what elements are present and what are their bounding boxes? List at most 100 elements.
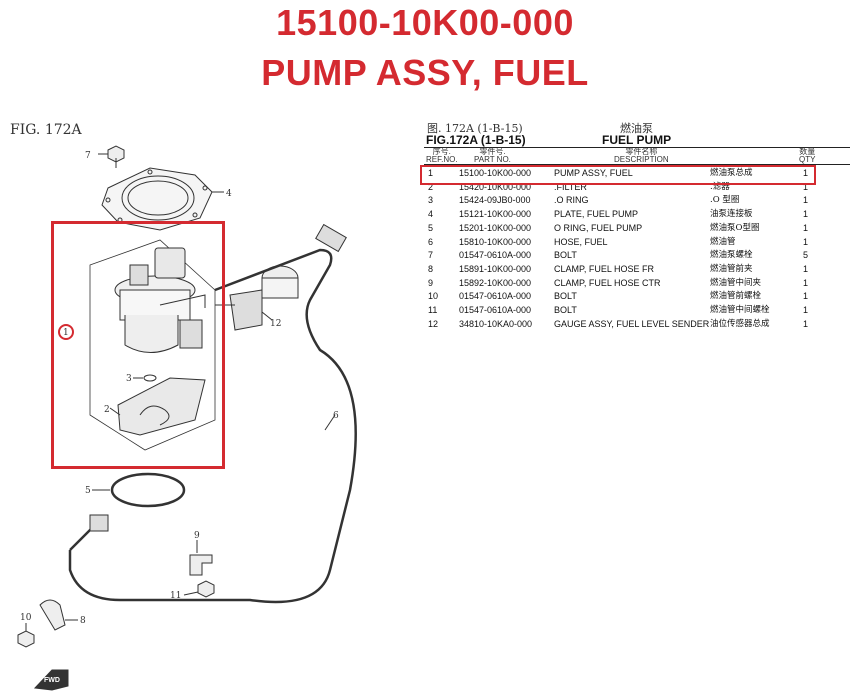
callout-5: 5: [85, 486, 91, 496]
qty-cell: 5: [803, 250, 809, 261]
figure-label: FIG. 172A: [10, 122, 82, 138]
chinese-name-cell: 燃油管前螺栓: [710, 291, 762, 302]
highlighted-row-box: [420, 165, 816, 185]
part-number-cell: 01547-0610A-000: [459, 250, 532, 261]
callout-12: 12: [270, 319, 281, 329]
qty-cell: 1: [803, 168, 809, 178]
qty-cell: 1: [803, 236, 809, 247]
part-name-heading: PUMP ASSY, FUEL: [261, 52, 589, 93]
chinese-name-cell: 燃油泵O型圈: [710, 222, 760, 233]
chinese-name-cell: 燃油泵总成: [710, 168, 753, 178]
figure-ref-en: FIG.172A (1-B-15): [426, 133, 526, 147]
qty-cell: 1: [803, 222, 809, 233]
description-cell: CLAMP, FUEL HOSE FR: [554, 263, 655, 274]
figure-ref-cn: 图. 172A (1-B-15): [427, 122, 523, 135]
o-ring-5-drawing: [92, 472, 186, 508]
ref-no-cell: 9: [428, 277, 434, 288]
gauge-12-drawing: [215, 265, 299, 331]
chinese-name-cell: 燃油管中间夹: [710, 277, 762, 288]
table-row: 8 15891-10K00-000 CLAMP, FUEL HOSE FR 燃油管前夹…: [424, 263, 850, 277]
clamp-8-drawing: [39, 599, 78, 631]
filter-2-drawing: [109, 377, 206, 436]
table-row: 9 15892-10K00-000 CLAMP, FUEL HOSE CTR 燃油管中…: [424, 277, 850, 291]
callout-3: 3: [126, 374, 132, 384]
ref-no-cell: 5: [428, 222, 434, 233]
part-number-cell: 15891-10K00-000: [459, 263, 532, 274]
part-number-cell: 01547-0610A-000: [459, 291, 532, 302]
fwd-label: FWD: [44, 677, 60, 684]
description-cell: BOLT: [554, 291, 577, 302]
bolt-7-drawing: [98, 145, 125, 168]
description-cell: .O RING: [554, 195, 589, 206]
part-number-heading: 15100-10K00-000: [276, 2, 574, 43]
o-ring-3-drawing: [133, 374, 157, 382]
header-rule-top: [424, 147, 850, 148]
forward-arrow-icon: [33, 669, 69, 691]
exploded-parts-diagram: 7 4 3 2 5 12 6 9 11 8 10 1 FWD: [17, 145, 357, 691]
ref-no-cell: 10: [428, 291, 439, 302]
part-number-cell: 15121-10K00-000: [459, 209, 532, 220]
callout-8: 8: [80, 616, 86, 626]
part-number-cell: 15810-10K00-000: [459, 236, 532, 247]
group-title-en: FUEL PUMP: [602, 133, 672, 147]
description-cell: GAUGE ASSY, FUEL LEVEL SENDER: [554, 318, 710, 329]
fuel-pump-assembly-drawing: [89, 239, 216, 451]
qty-cell: 1: [803, 181, 809, 192]
callout-1-circle: [58, 324, 74, 340]
qty-cell: 1: [803, 291, 809, 302]
bolt-11-drawing: [183, 580, 215, 598]
part-number-cell: 15100-10K00-000: [459, 168, 532, 178]
part-number-cell: 01547-0610A-000: [459, 305, 532, 315]
chinese-name-cell: 油位传感器总成: [710, 318, 770, 329]
chinese-name-cell: 燃油管前夹: [710, 263, 753, 274]
chinese-name-cell: .O 型圈: [710, 195, 740, 206]
description-cell: BOLT: [554, 250, 577, 261]
qty-cell: 1: [803, 318, 809, 329]
description-cell: BOLT: [554, 305, 577, 315]
chinese-name-cell: .滤器: [710, 181, 730, 192]
ref-no-cell: 4: [428, 209, 434, 220]
qty-cell: 1: [803, 263, 809, 274]
chinese-name-cell: 燃油管中间螺栓: [710, 305, 770, 315]
callout-2: 2: [104, 405, 110, 415]
description-cell: .FILTER: [554, 181, 587, 192]
callout-9: 9: [194, 531, 200, 541]
description-cell: PUMP ASSY, FUEL: [554, 168, 633, 178]
fuel-hose-6-drawing: [68, 223, 357, 604]
highlighted-part-box: [51, 221, 225, 469]
chinese-name-cell: 油泵连接板: [710, 209, 753, 220]
description-cell: CLAMP, FUEL HOSE CTR: [554, 277, 661, 288]
ref-no-cell: 12: [428, 318, 439, 329]
callout-11: 11: [170, 591, 181, 601]
callout-4: 4: [226, 189, 232, 199]
header-rule-bottom: [424, 164, 850, 165]
part-number-cell: 15892-10K00-000: [459, 277, 532, 288]
plate-4-drawing: [101, 167, 224, 231]
ref-no-cell: 1: [428, 168, 434, 178]
ref-no-cell: 11: [428, 305, 438, 315]
description-cell: PLATE, FUEL PUMP: [554, 209, 639, 220]
ref-no-cell: 6: [428, 236, 434, 247]
chinese-name-cell: 燃油管: [710, 236, 736, 247]
part-number-cell: 15201-10K00-000: [459, 222, 532, 233]
table-row: 1 15100-10K00-000 PUMP ASSY, FUEL 燃油泵总成 1: [424, 167, 850, 181]
callout-1: 1: [63, 328, 69, 338]
callout-6: 6: [333, 411, 339, 421]
ref-no-cell: 7: [428, 250, 434, 261]
part-number-cell: 15424-09JB0-000: [459, 195, 531, 206]
ref-no-cell: 2: [428, 181, 434, 192]
header-part-no: 零件号.PART NO.: [474, 147, 511, 164]
ref-no-cell: 8: [428, 263, 434, 274]
clamp-9-drawing: [189, 540, 213, 576]
table-row: 10 01547-0610A-000 BOLT 燃油管前螺栓 1: [424, 290, 850, 304]
header-ref: 序号.REF.NO.: [426, 147, 458, 164]
qty-cell: 1: [803, 277, 809, 288]
